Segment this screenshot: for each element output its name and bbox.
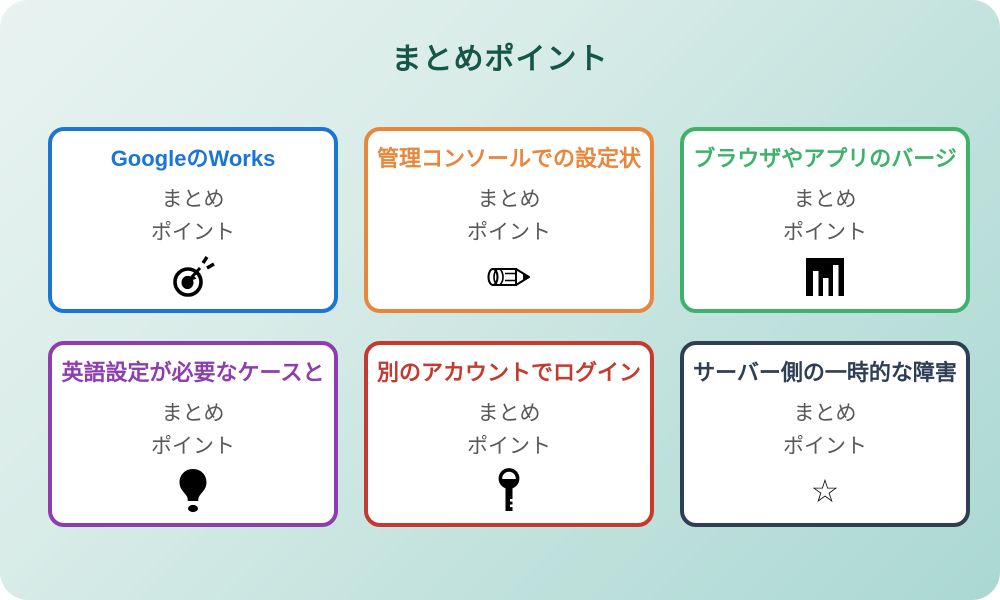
star-icon: ☆ [810,472,840,511]
lightbulb-icon [177,468,209,514]
card-title: GoogleのWorks [110,146,276,171]
page-title: まとめポイント [391,43,609,76]
target-icon [169,254,217,300]
card-subtitle: まとめ ポイント [783,188,867,245]
card-title: ブラウザやアプリのバージ [693,146,957,171]
card-english-setting-cases: 英語設定が必要なケースと まとめ ポイント [48,341,338,527]
bar-chart-icon [806,254,844,300]
card-subtitle: まとめ ポイント [467,402,551,459]
card-subtitle: まとめ ポイント [783,402,867,459]
card-title: サーバー側の一時的な障害 [693,360,957,385]
card-admin-console: 管理コンソールでの設定状 まとめ ポイント [364,127,654,313]
card-subtitle: まとめ ポイント [151,188,235,245]
card-server-outage: サーバー側の一時的な障害 まとめ ポイント ☆ [680,341,970,527]
card-title: 別のアカウントでログイン [376,360,641,385]
card-subtitle: まとめ ポイント [467,188,551,245]
cards-grid: GoogleのWorks まとめ ポイント 管理コンソールでの設定状 [48,127,970,527]
card-title: 英語設定が必要なケースと [61,360,325,385]
card-title: 管理コンソールでの設定状 [376,146,641,171]
key-icon [495,468,523,514]
card-browser-app-version: ブラウザやアプリのバージ まとめ ポイント [680,127,970,313]
card-google-works: GoogleのWorks まとめ ポイント [48,127,338,313]
card-login-another-account: 別のアカウントでログイン まとめ ポイント [364,341,654,527]
pencil-icon [484,254,534,300]
card-subtitle: まとめ ポイント [151,402,235,459]
